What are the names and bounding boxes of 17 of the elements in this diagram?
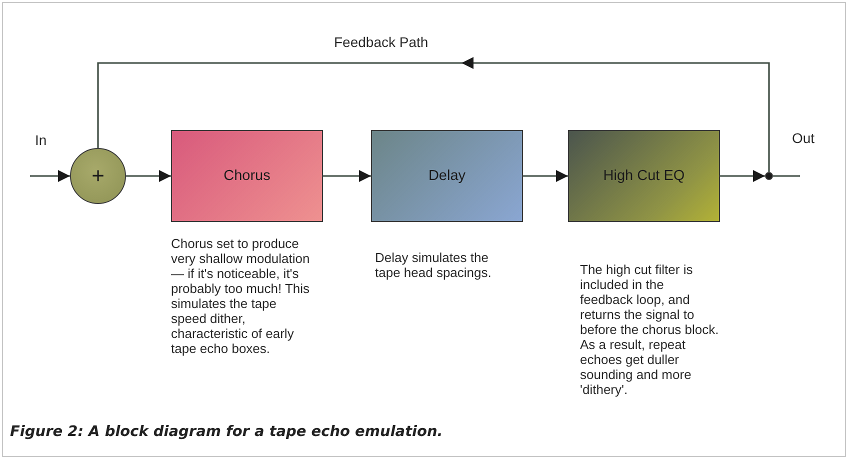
arrow [720, 170, 765, 182]
signal-label: Out [792, 130, 815, 146]
description-text: Delay simulates the tape head spacings. [375, 250, 492, 280]
process-block: Delay [371, 130, 523, 222]
figure-caption: Figure 2: A block diagram for a tape echo emulation. [10, 424, 443, 440]
edge-label: Feedback Path [334, 34, 428, 50]
junction-dot [765, 172, 773, 180]
description-text: Chorus set to produce very shallow modulation — if it's noticeable, it's probably too much! This simulates the tape speed dither, characteristic of early tape echo boxes. [171, 236, 311, 356]
summing-junction: + [70, 148, 126, 204]
arrow [323, 170, 371, 182]
arrow [126, 170, 171, 182]
description-text: The high cut filter is included in the feedback loop, and returns the signal to before the chorus block. As a result, repeat echoes get duller sounding and more 'dithery'. [580, 262, 720, 397]
arrow [523, 170, 568, 182]
process-block: Chorus [171, 130, 323, 222]
arrow [30, 170, 70, 182]
process-block: High Cut EQ [568, 130, 720, 222]
signal-label: In [35, 132, 47, 148]
